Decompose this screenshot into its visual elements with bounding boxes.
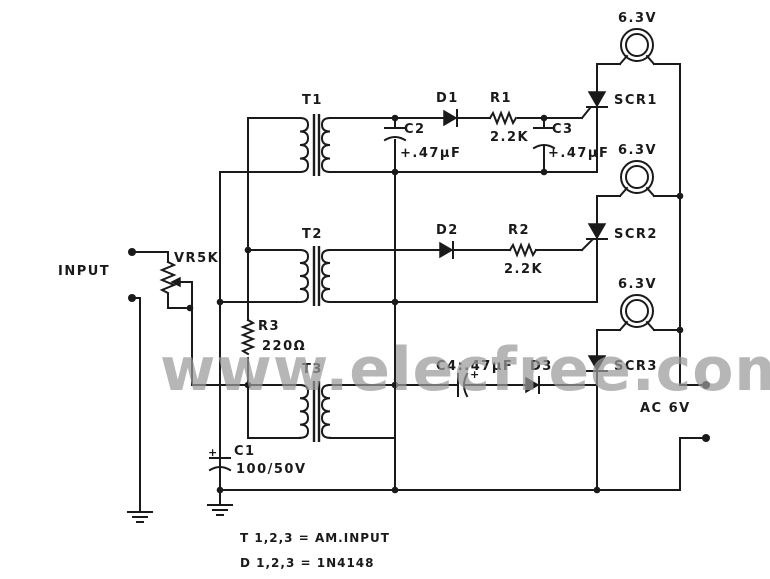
transformer-t2 xyxy=(298,246,332,306)
lamp3-label: 6.3V xyxy=(618,277,657,292)
watermark: www.elecfree.com xyxy=(160,335,770,405)
c2-value: +.47μF xyxy=(400,146,461,161)
lamp-1 xyxy=(618,28,656,66)
input-label: INPUT xyxy=(58,264,110,279)
ground-symbol-input xyxy=(127,511,153,523)
note-line-2: D 1,2,3 = 1N4148 xyxy=(240,556,375,570)
potentiometer-vr5k xyxy=(159,260,183,297)
scr1-label: SCR1 xyxy=(614,93,658,108)
capacitor-c1: + xyxy=(208,437,232,491)
svg-text:+: + xyxy=(208,446,219,459)
t2-label: T2 xyxy=(302,227,323,242)
ac-label: AC 6V xyxy=(640,401,691,416)
svg-text:+: + xyxy=(470,368,481,381)
component-labels: INPUT VR5K T1 T2 T3 D1 D2 D3 R1 2.2K R2 … xyxy=(58,11,691,477)
r2-label: R2 xyxy=(508,223,530,238)
diode-d2 xyxy=(439,241,454,259)
c2-label: C2 xyxy=(404,122,426,137)
r2-value: 2.2K xyxy=(504,262,543,277)
note-line-1: T 1,2,3 = AM.INPUT xyxy=(240,531,390,545)
capacitor-c3 xyxy=(532,127,556,151)
resistor-r3 xyxy=(240,318,256,356)
c4-label: C4:.47μF xyxy=(436,359,513,374)
r1-label: R1 xyxy=(490,91,512,106)
transformer-t1 xyxy=(298,114,332,176)
diode-d3 xyxy=(525,376,540,394)
c3-value: +.47μF xyxy=(548,146,609,161)
c1-label: C1 xyxy=(234,444,256,459)
scr2-label: SCR2 xyxy=(614,227,658,242)
d1-label: D1 xyxy=(436,91,459,106)
transformer-t3 xyxy=(298,381,332,442)
ground-symbol-main xyxy=(207,489,233,516)
resistor-r1 xyxy=(488,110,518,126)
capacitor-c4: + xyxy=(457,368,481,398)
c1-value: 100/50V xyxy=(236,462,307,477)
lamp2-label: 6.3V xyxy=(618,143,657,158)
capacitor-c2 xyxy=(383,125,407,142)
scr1 xyxy=(586,91,608,108)
vr-label: VR5K xyxy=(174,251,219,266)
t1-label: T1 xyxy=(302,93,323,108)
scr3 xyxy=(586,355,608,372)
d3-label: D3 xyxy=(530,359,553,374)
c3-label: C3 xyxy=(552,122,574,137)
scr2 xyxy=(586,223,608,240)
lamp-3 xyxy=(618,294,656,332)
t3-label: T3 xyxy=(302,362,323,377)
scr3-label: SCR3 xyxy=(614,359,658,374)
r1-value: 2.2K xyxy=(490,130,529,145)
resistor-r2 xyxy=(508,242,538,258)
lamp-2 xyxy=(618,160,656,198)
diode-d1 xyxy=(443,109,458,127)
r3-label: R3 xyxy=(258,319,280,334)
junction-dots xyxy=(128,114,710,494)
r3-value: 220Ω xyxy=(262,339,306,354)
lamp1-label: 6.3V xyxy=(618,11,657,26)
d2-label: D2 xyxy=(436,223,459,238)
notes: T 1,2,3 = AM.INPUT D 1,2,3 = 1N4148 xyxy=(240,531,390,570)
